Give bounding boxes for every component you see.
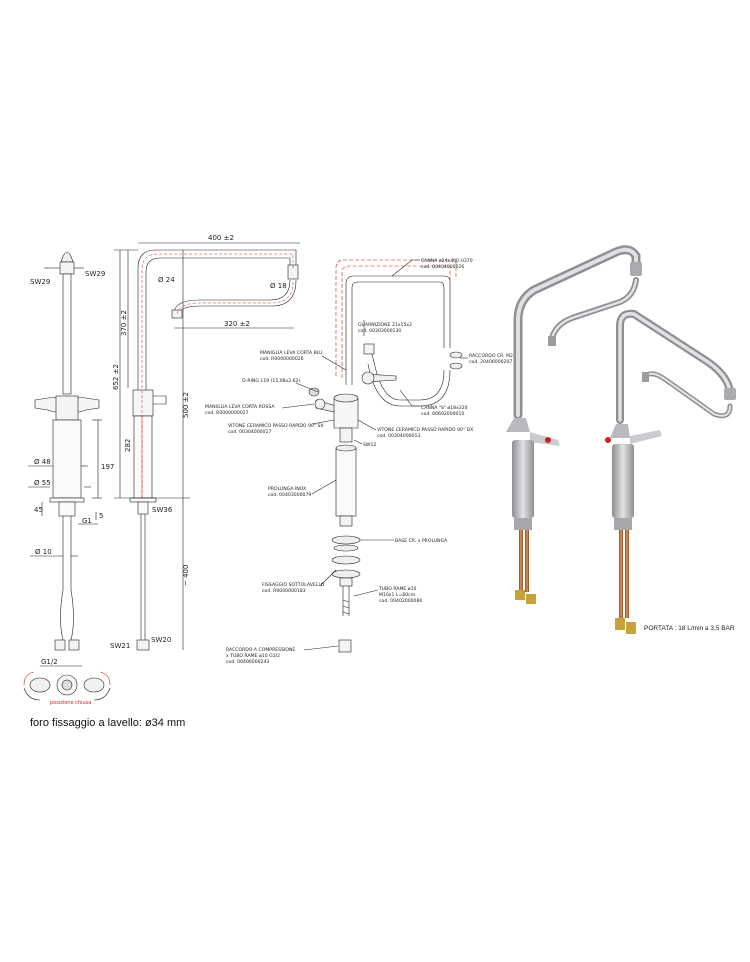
dim-h500: 500 ±2 [182,392,190,418]
dim-h400: ~ 400 [182,565,190,586]
label-tubo-m10: M10x1 L=60cm [379,592,416,598]
label-raccordo-m22-cod: cod. 20406000207 [469,359,512,365]
dim-d18: Ø 18 [270,282,287,290]
label-vitone-dx: VITONE CERAMICO PASSO RAPIDO 90° DX [377,427,473,433]
column [62,273,72,395]
dim-w400: 400 ±2 [208,234,234,242]
label-canna-s: CANNA "S" ø18x320 [421,405,468,411]
label-sw12: SW12 [363,442,376,448]
side-view-labels: 400 ±2 Ø 24 Ø 18 320 ±2 370 ±2 652 ±2 50… [112,234,287,644]
dim-h282: 282 [124,439,132,452]
spout-cap [60,251,74,263]
label-canna: CANNA ø24x400 H370 [421,258,473,264]
exploded-view [281,259,468,653]
label-sw21: SW21 [110,642,130,650]
dim-g12: G1/2 [41,658,58,666]
side-body [133,415,153,499]
label-prolunga: PROLUNGA INOX [268,486,306,492]
label-vitone-dx-cod: cod. 00304000013 [377,433,420,439]
dim-d55: Ø 55 [34,479,51,487]
label-base: BASE CR. x PROLUNGA [395,538,448,544]
dim-d24: Ø 24 [158,276,175,284]
label-vitone-sx: VITONE CERAMICO PASSO RAPIDO 90° SX [228,423,324,429]
label-guarnizione-cod: cod. 00303000130 [358,328,401,334]
front-view-labels: SW29 SW29 Ø 48 Ø 55 Ø 10 197 45 5 G1 G1/… [30,270,130,666]
dim-d48: Ø 48 [34,458,51,466]
dim-w320: 320 ±2 [224,320,250,328]
dim-h45: 45 [34,506,43,514]
dim-h370: 370 ±2 [120,310,128,336]
flow-rate-note: PORTATA : 18 L/min a 3,5 BAR [644,625,735,632]
side-view-centerline [141,253,294,498]
label-sw20: SW20 [151,636,171,644]
render-faucet-right [605,309,736,634]
label-closed-position: posizione chiusa [50,700,91,706]
label-guarnizione: GUARNIZIONE 21x15x2 [358,322,412,328]
label-maniglia-blu: MANIGLIA LEVA CORTA BLU [260,350,322,356]
render-faucet-left [506,245,642,604]
label-fissaggio: FISSAGGIO SOTTOLAVELLO [262,582,325,588]
label-prolunga-cod: cod. 00403000079 [268,492,311,498]
front-view [28,251,102,667]
body-cylinder [52,419,82,499]
mounting-hole-note: foro fissaggio a lavello: ø34 mm [30,717,186,729]
label-vitone-sx-cod: cod. 00304000017 [228,429,271,435]
label-raccordo-m22: RACCORDO CR. M22x1 [469,353,522,359]
dim-h5: 5 [99,512,103,520]
closed-position-sketch [23,671,111,701]
label-tubo: TUBO RAME ø10 [378,586,417,592]
label-oring: O-RING 119 (15,08x2,62) [242,378,301,384]
label-raccordo-comp-2: x TUBO RAME ø10 G1/2 [226,653,280,659]
side-view [114,242,300,651]
label-raccordo-comp: RACCORDO A COMPRESSIONE [226,647,295,653]
exploded-labels: CANNA ø24x400 H370 cod. 00404000026 GUAR… [205,258,522,665]
label-sw29-right: SW29 [85,270,105,278]
label-tubo-cod: cod. 00402000080 [379,598,422,604]
dim-h652: 652 ±2 [112,364,120,390]
spout-tip [287,264,299,280]
label-canna-s-cod: cod. 00602000010 [421,411,464,417]
label-raccordo-comp-cod: cod. 00406000243 [226,659,269,665]
label-maniglia-rossa: MANIGLIA LEVA CORTA ROSSA [205,404,275,410]
dim-h197: 197 [101,463,114,471]
dim-g1: G1 [82,517,92,525]
spout-nut [59,261,75,275]
label-maniglia-rossa-cod: cod. R0000000027 [205,410,249,416]
label-canna-cod: cod. 00404000026 [421,264,464,270]
prolunga-body [335,447,357,517]
label-fissaggio-cod: cod. R0000000183 [262,588,306,594]
label-maniglia-blu-cod: cod. R0000000026 [260,356,304,362]
label-sw36: SW36 [152,506,173,514]
label-sw29-left: SW29 [30,278,50,286]
dim-d10: Ø 10 [35,548,52,556]
